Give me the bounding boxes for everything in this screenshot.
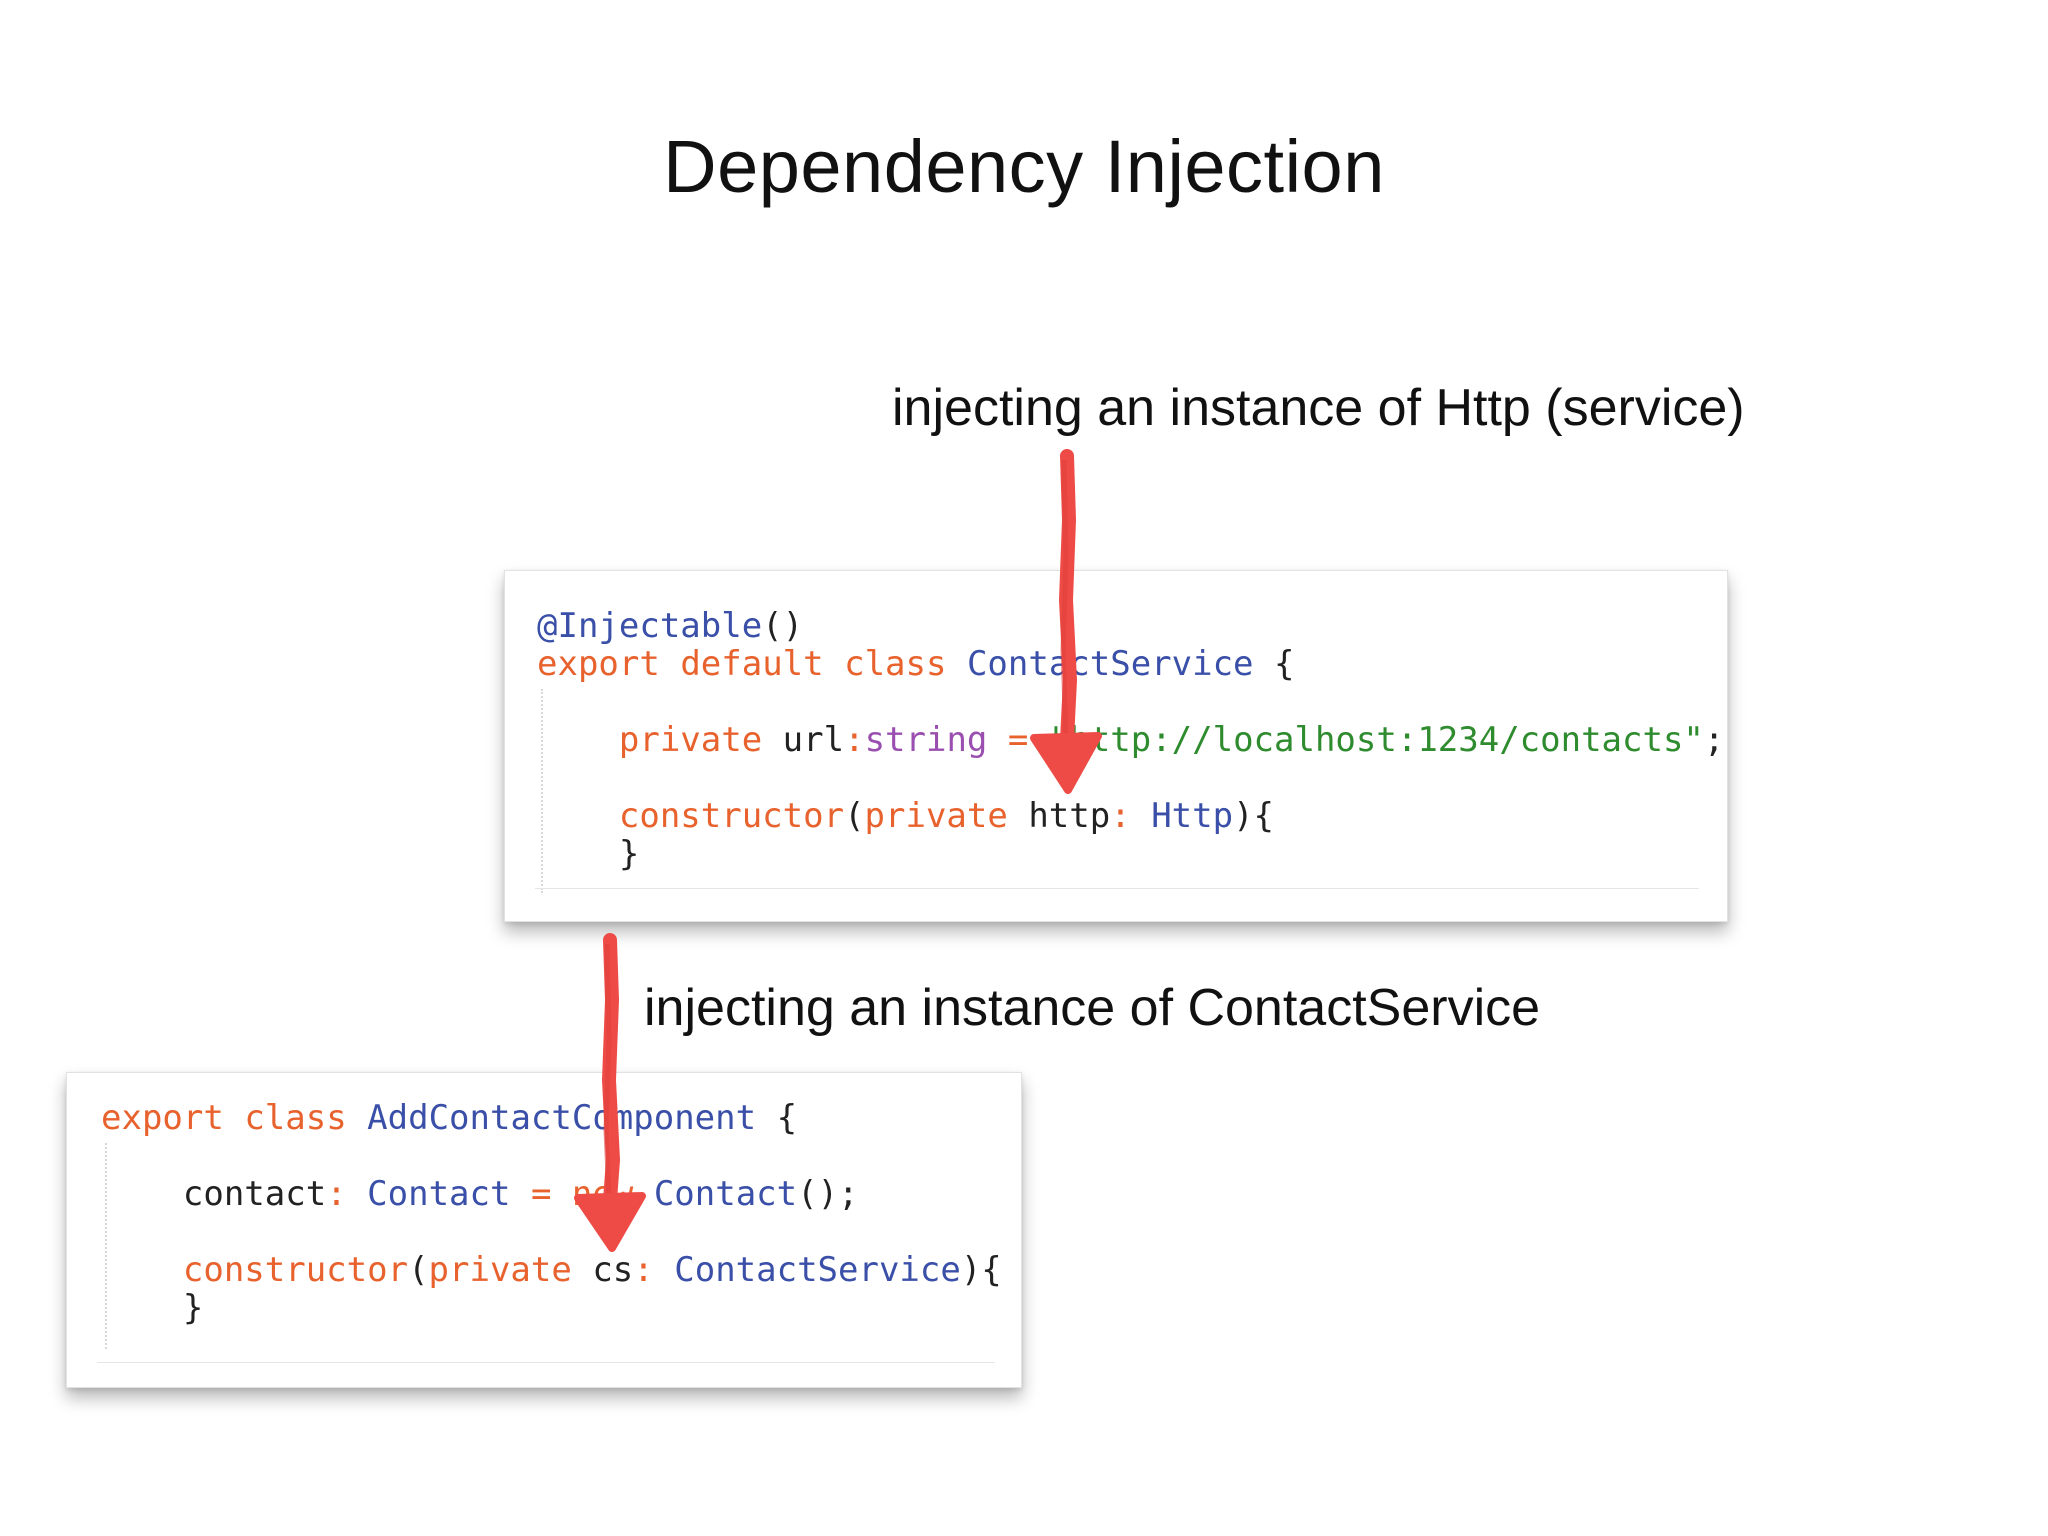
operator: = [1007, 720, 1029, 760]
keyword: private [428, 1250, 572, 1290]
punctuation: ( [408, 1250, 429, 1290]
punctuation: () [762, 606, 804, 646]
keyword: class [244, 1098, 347, 1138]
keyword: export [101, 1098, 224, 1138]
identifier: url [782, 720, 845, 760]
keyword: constructor [618, 796, 845, 836]
code-block-add-contact-component: export class AddContactComponent { conta… [101, 1099, 1002, 1327]
type-name: ContactService [674, 1250, 961, 1290]
keyword: class [844, 644, 947, 684]
code-card-contact-service: @Injectable()export default class Contac… [504, 570, 1728, 922]
class-name: AddContactComponent [367, 1098, 757, 1138]
punctuation: { [1274, 644, 1295, 684]
code-line: private url:string = "http://localhost:1… [537, 721, 1724, 759]
keyword: default [680, 644, 824, 684]
punctuation: { [776, 1098, 798, 1138]
indent-guide [105, 1143, 107, 1349]
type-name: Contact [367, 1174, 511, 1214]
punctuation: ){ [960, 1250, 1002, 1290]
punctuation: : [1110, 796, 1131, 836]
keyword: private [618, 720, 763, 760]
keyword: private [864, 796, 1008, 836]
code-block-contact-service: @Injectable()export default class Contac… [537, 607, 1724, 873]
type-name: Http [1151, 796, 1234, 836]
annotation-http: injecting an instance of Http (service) [892, 379, 1745, 437]
code-line: contact: Contact = new Contact(); [101, 1175, 1002, 1213]
code-line: constructor(private http: Http){ [537, 797, 1724, 835]
punctuation: } [182, 1288, 204, 1328]
punctuation: ; [1703, 720, 1725, 760]
code-line: } [101, 1289, 1002, 1327]
punctuation: ( [844, 796, 865, 836]
code-line: export default class ContactService { [537, 645, 1724, 683]
operator: = [530, 1174, 552, 1214]
punctuation: : [844, 720, 865, 760]
type-name: Contact [653, 1174, 798, 1214]
type-name: string [864, 720, 988, 760]
code-line: export class AddContactComponent { [101, 1099, 1002, 1137]
code-divider [97, 1362, 995, 1363]
code-card-add-contact-component: export class AddContactComponent { conta… [66, 1072, 1022, 1388]
code-line: @Injectable() [537, 607, 1724, 645]
punctuation: : [633, 1250, 654, 1290]
punctuation: ){ [1233, 796, 1275, 836]
decorator: @Injectable [537, 606, 763, 646]
punctuation: : [326, 1174, 347, 1214]
class-name: ContactService [966, 644, 1254, 684]
identifier: http [1028, 796, 1111, 836]
keyword: export [537, 644, 660, 684]
code-line: constructor(private cs: ContactService){ [101, 1251, 1002, 1289]
string-literal: "http://localhost:1234/contacts" [1048, 720, 1704, 760]
annotation-contact-service: injecting an instance of ContactService [644, 979, 1541, 1037]
indent-guide [541, 689, 543, 893]
code-divider [535, 888, 1699, 889]
slide-title: Dependency Injection [663, 125, 1385, 208]
identifier: cs [592, 1250, 634, 1290]
punctuation: (); [797, 1174, 859, 1214]
code-line: } [537, 835, 1724, 873]
keyword: constructor [182, 1250, 409, 1290]
punctuation: } [618, 834, 640, 874]
identifier: contact [182, 1174, 327, 1214]
keyword: new [571, 1174, 634, 1214]
